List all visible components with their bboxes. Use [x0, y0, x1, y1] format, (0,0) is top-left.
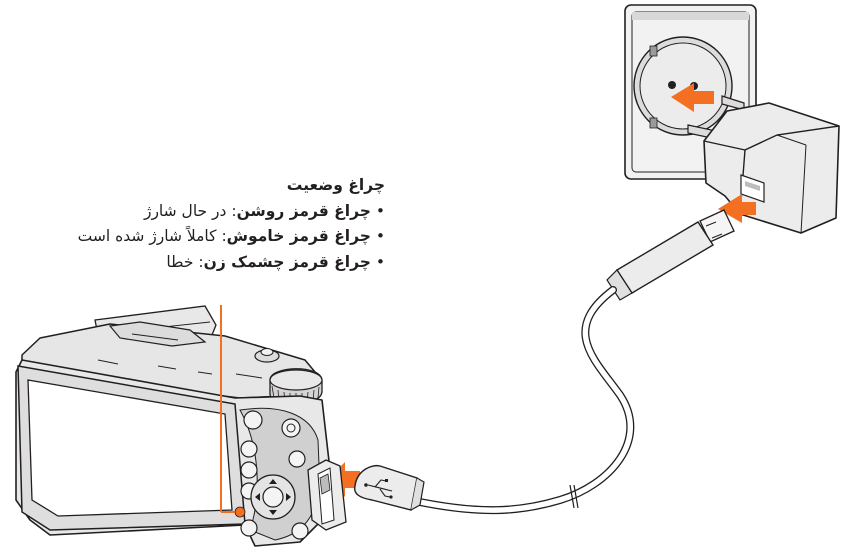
status-item-off: • چراغ قرمز خاموش: کاملاً شارژ شده است [5, 224, 385, 250]
status-item-desc: کاملاً شارژ شده است [78, 227, 217, 245]
camera [16, 306, 346, 546]
usb-cable [355, 210, 734, 510]
bullet: • [376, 253, 385, 271]
status-lamp [235, 507, 245, 517]
status-light-legend: چراغ وضعیت • چراغ قرمز روشن: در حال شارژ… [5, 173, 385, 275]
bullet: • [376, 227, 385, 245]
status-item-name: چراغ قرمز خاموش [227, 227, 371, 245]
status-item-desc: خطا [166, 253, 193, 271]
bullet: • [376, 202, 385, 220]
status-item-on: • چراغ قرمز روشن: در حال شارژ [5, 199, 385, 225]
status-legend-title: چراغ وضعیت [5, 173, 385, 199]
status-item-blink: • چراغ قرمز چشمک زن: خطا [5, 250, 385, 276]
status-item-name: چراغ قرمز چشمک زن [204, 253, 371, 271]
status-item-name: چراغ قرمز روشن [237, 202, 371, 220]
status-item-desc: در حال شارژ [144, 202, 227, 220]
